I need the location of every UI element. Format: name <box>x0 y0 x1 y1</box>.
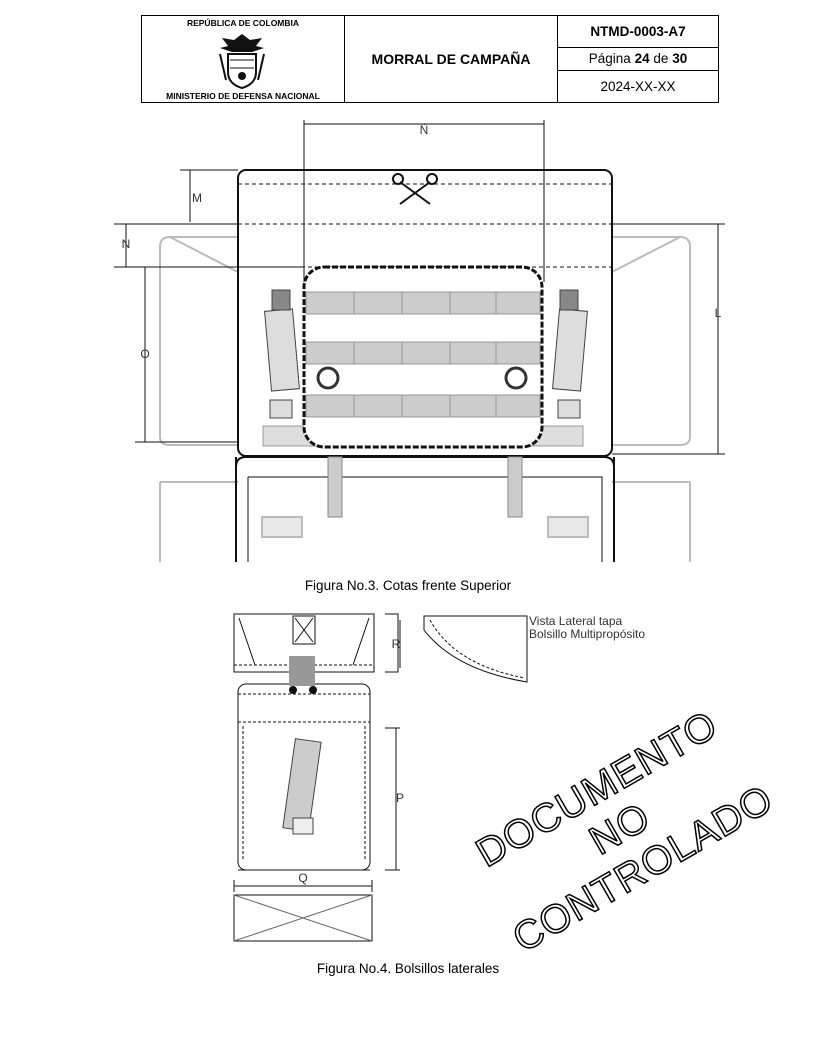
dim-label: O <box>140 347 149 361</box>
org-bottom: MINISTERIO DE DEFENSA NACIONAL <box>166 91 320 101</box>
figure-4-drawing: R P Q Vista Lateral tapa Bolsillo Multip… <box>233 613 645 942</box>
dim-label: R <box>392 637 401 651</box>
document-header: REPÚBLICA DE COLOMBIA MINISTERIO DE DEFE… <box>141 14 719 104</box>
org-top: REPÚBLICA DE COLOMBIA <box>186 18 300 28</box>
dim-label: M <box>192 191 202 205</box>
figure-3-drawing: Ñ M N O L <box>114 120 725 562</box>
side-view-note: Vista Lateral tapa <box>529 614 623 628</box>
figure-4-caption: Figura No.4. Bolsillos laterales <box>316 961 500 976</box>
org-cell: REPÚBLICA DE COLOMBIA MINISTERIO DE DEFE… <box>141 15 345 103</box>
dim-label: Q <box>298 871 307 885</box>
dim-label: L <box>715 306 722 320</box>
dim-label: N <box>122 237 131 251</box>
dim-label: Ñ <box>420 123 429 137</box>
page-number: Página 24 de 30 <box>557 47 719 71</box>
dim-label: P <box>396 791 404 805</box>
doc-date: 2024-XX-XX <box>557 69 719 104</box>
doc-title: MORRAL DE CAMPAÑA <box>344 15 558 103</box>
side-view-note: Bolsillo Multipropósito <box>529 627 645 641</box>
coat-of-arms-logo <box>219 34 265 90</box>
figure-3-caption: Figura No.3. Cotas frente Superior <box>304 578 512 593</box>
doc-code: NTMD-0003-A7 <box>557 14 719 49</box>
